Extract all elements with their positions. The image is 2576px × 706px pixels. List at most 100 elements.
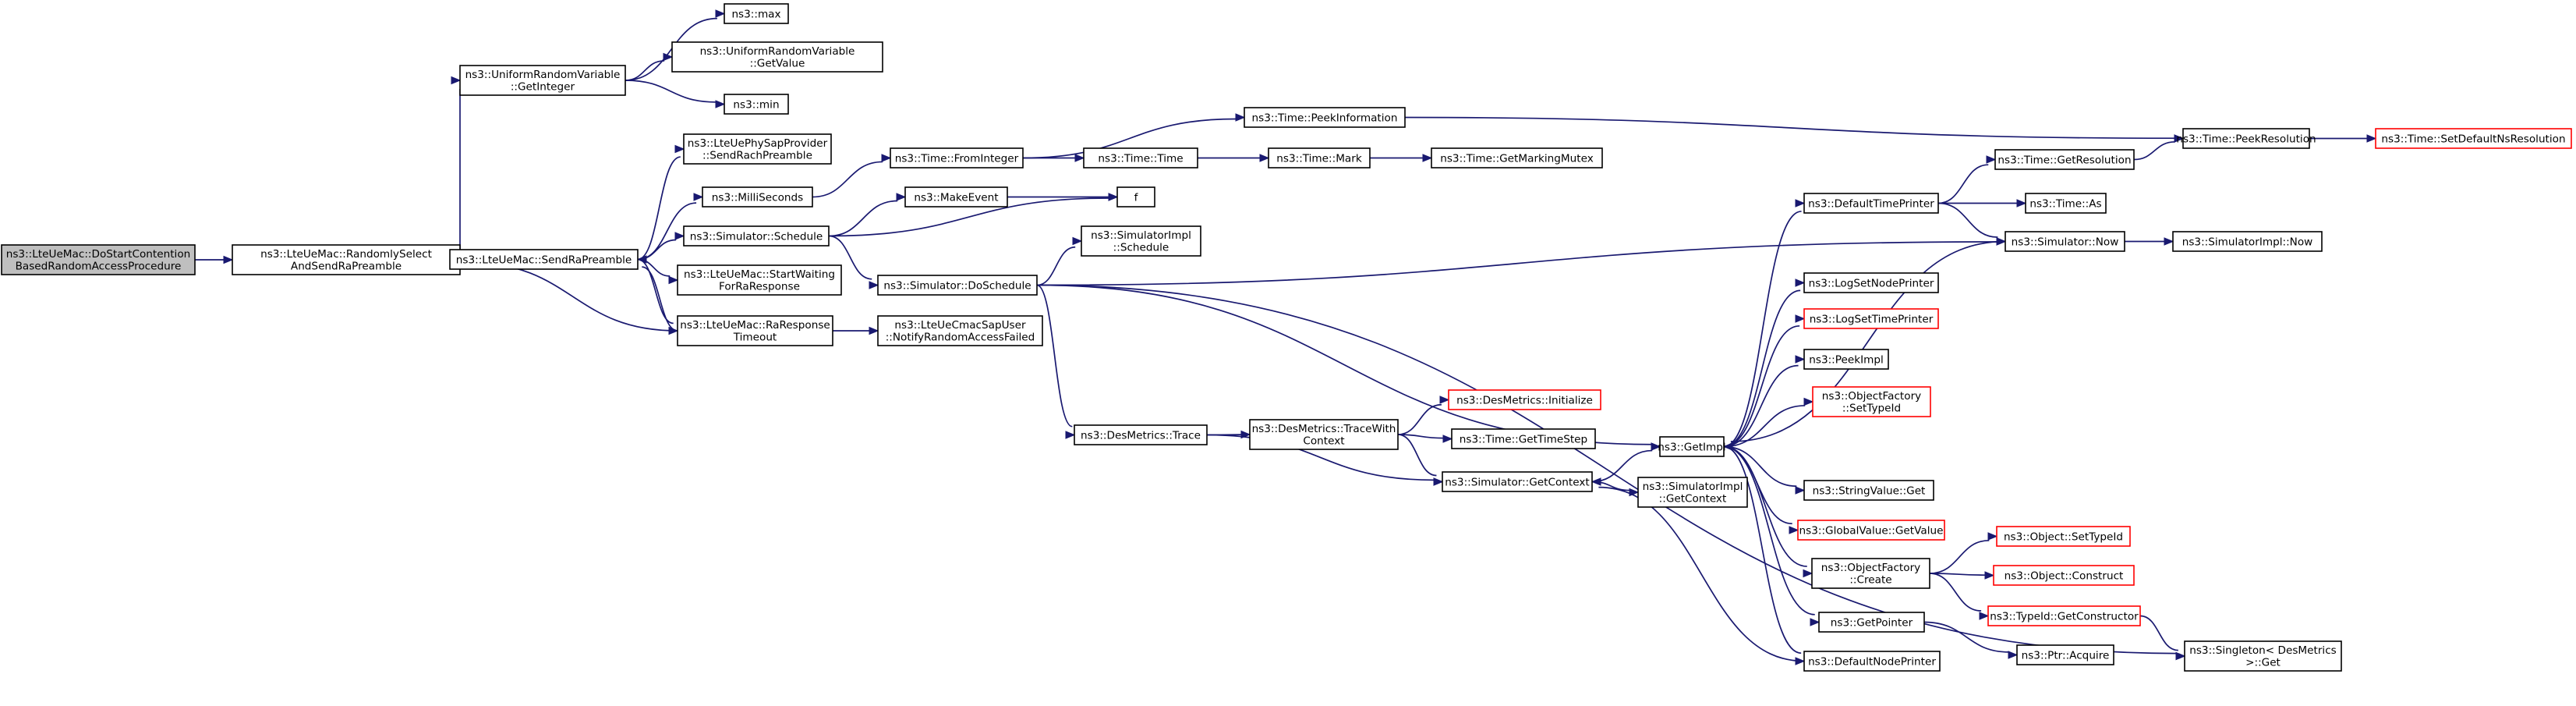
- node-label: ns3::LteUeMac::RaResponse: [680, 319, 830, 332]
- node-label: BasedRandomAccessProcedure: [16, 261, 182, 273]
- node-ns3-time-peekinformation[interactable]: ns3::Time::PeekInformation: [1244, 107, 1406, 128]
- node-ns3-lteuemac-randomlyselect-andsendrapreamble[interactable]: ns3::LteUeMac::RandomlySelectAndSendRaPr…: [232, 244, 461, 275]
- node-label: ns3::min: [733, 98, 779, 111]
- node-label: ns3::GetImpl: [1658, 441, 1725, 453]
- node-label: ns3::DefaultNodePrinter: [1808, 655, 1936, 668]
- node-label: ns3::SimulatorImpl: [1091, 229, 1191, 242]
- node-label: ns3::DesMetrics::Trace: [1081, 429, 1201, 442]
- node-ns3-logsetnodeprinter[interactable]: ns3::LogSetNodePrinter: [1803, 272, 1939, 293]
- node-label: ns3::LteUeCmacSapUser: [894, 319, 1026, 332]
- node-ns3-min[interactable]: ns3::min: [724, 94, 789, 115]
- node-ns3-simulator-doschedule[interactable]: ns3::Simulator::DoSchedule: [877, 275, 1038, 296]
- node-ns3-makeevent[interactable]: ns3::MakeEvent: [904, 186, 1008, 208]
- node-ns3-stringvalue-get[interactable]: ns3::StringValue::Get: [1803, 480, 1934, 501]
- edge-dtp-to-snow: [1937, 202, 2007, 246]
- node-ns3-lteuecmacsapuser-notifyrandomaccessfailed[interactable]: ns3::LteUeCmacSapUser::NotifyRandomAcces…: [877, 315, 1043, 346]
- edge-ofc-to-oc: [1929, 571, 1995, 580]
- edge-arrowhead: [1651, 442, 1661, 451]
- node-box: [1994, 149, 2135, 170]
- node-label: ::Schedule: [1113, 242, 1169, 254]
- edge-line: [1723, 445, 1797, 488]
- node-box: [1, 244, 196, 275]
- node-ns3-simulatorimpl-schedule[interactable]: ns3::SimulatorImpl::Schedule: [1081, 225, 1201, 257]
- edge-arrowhead: [2175, 651, 2186, 661]
- node-ns3-time-gettimestep[interactable]: ns3::Time::GetTimeStep: [1451, 428, 1596, 449]
- node-ns3-logsettimeprinter[interactable]: ns3::LogSetTimePrinter: [1803, 308, 1939, 329]
- node-ns3-ptr-acquire[interactable]: ns3::Ptr::Acquire: [2016, 644, 2114, 665]
- node-ns3-uniformrandomvariable-getinteger[interactable]: ns3::UniformRandomVariable::GetInteger: [459, 65, 626, 96]
- edge-line: [828, 197, 1109, 237]
- node-label: ns3::LteUeMac::DoStartContention: [6, 248, 191, 261]
- node-ns3-time-time[interactable]: ns3::Time::Time: [1083, 147, 1198, 169]
- node-ns3-max[interactable]: ns3::max: [724, 3, 789, 24]
- node-ns3-defaultnodeprinter[interactable]: ns3::DefaultNodePrinter: [1803, 651, 1941, 672]
- node-ns3-object-settypeid[interactable]: ns3::Object::SetTypeId: [1996, 526, 2131, 547]
- node-box: [1244, 107, 1406, 128]
- edge-line: [625, 17, 717, 81]
- edge-arrowhead: [1433, 477, 1444, 486]
- node-label: ns3::LteUePhySapProvider: [688, 137, 828, 150]
- node-box: [702, 186, 813, 208]
- node-ns3-time-setdefaultnsresolution[interactable]: ns3::Time::SetDefaultNsResolution: [2375, 128, 2572, 149]
- node-ns3-lteuemac-sendrapreamble[interactable]: ns3::LteUeMac::SendRaPreamble: [449, 249, 639, 270]
- node-ns3-simulator-getcontext[interactable]: ns3::Simulator::GetContext: [1442, 471, 1593, 492]
- node-ns3-lteuephysapprovider-sendrachpreamble[interactable]: ns3::LteUePhySapProvider::SendRachPreamb…: [683, 133, 832, 165]
- node-ns3-time-getresolution[interactable]: ns3::Time::GetResolution: [1994, 149, 2135, 170]
- edge-arrowhead: [869, 281, 879, 289]
- edge-tpi-to-tpr: [1404, 116, 2185, 143]
- node-box: [1818, 612, 1925, 633]
- node-box: [1803, 349, 1889, 370]
- node-box: [2005, 231, 2125, 252]
- node-ns3-simulatorimpl-getcontext[interactable]: ns3::SimulatorImpl::GetContext: [1637, 477, 1748, 508]
- edge-arrowhead: [2174, 134, 2185, 143]
- node-label: ns3::SimulatorImpl: [1643, 481, 1743, 493]
- node-box: [1116, 186, 1155, 208]
- edge-line: [642, 266, 678, 332]
- node-ns3-desmetrics-initialize[interactable]: ns3::DesMetrics::Initialize: [1448, 389, 1601, 410]
- node-ns3-typeid-getconstructor[interactable]: ns3::TypeId::GetConstructor: [1987, 605, 2141, 626]
- node-ns3-simulator-schedule[interactable]: ns3::Simulator::Schedule: [683, 225, 830, 247]
- node-ns3-objectfactory-settypeid[interactable]: ns3::ObjectFactory::SetTypeId: [1812, 386, 1931, 417]
- node-ns3-simulator-now[interactable]: ns3::Simulator::Now: [2005, 231, 2125, 252]
- node-ns3-uniformrandomvariable-getvalue[interactable]: ns3::UniformRandomVariable::GetValue: [671, 41, 883, 73]
- node-label: ns3::Simulator::DoSchedule: [883, 279, 1031, 292]
- node-box: [1811, 558, 1930, 589]
- node-ns3-time-getmarkingmutex[interactable]: ns3::Time::GetMarkingMutex: [1431, 147, 1603, 169]
- edge-arrowhead: [715, 9, 726, 18]
- node-ns3-peekimpl[interactable]: ns3::PeekImpl: [1803, 349, 1889, 370]
- node-ns3-getpointer[interactable]: ns3::GetPointer: [1818, 612, 1925, 633]
- node-ns3-time-as[interactable]: ns3::Time::As: [2025, 193, 2107, 214]
- node-label: ::SendRachPreamble: [702, 150, 812, 162]
- node-ns3-singleton-desmetrics-get[interactable]: ns3::Singleton< DesMetrics>::Get: [2184, 640, 2342, 672]
- node-label: ns3::Time::Mark: [1276, 152, 1362, 165]
- node-ns3-time-frominteger[interactable]: ns3::Time::FromInteger: [890, 147, 1024, 169]
- node-ns3-globalvalue-getvalue[interactable]: ns3::GlobalValue::GetValue: [1797, 520, 1945, 541]
- node-ns3-time-mark[interactable]: ns3::Time::Mark: [1268, 147, 1371, 169]
- node-label: ns3::Time::GetTimeStep: [1460, 433, 1587, 445]
- node-label: ::GetInteger: [511, 81, 575, 94]
- node-ns3-desmetrics-trace[interactable]: ns3::DesMetrics::Trace: [1074, 424, 1208, 445]
- node-ns3-lteuemac-dostartcontention-basedrandomaccessprocedure[interactable]: ns3::LteUeMac::DoStartContentionBasedRan…: [1, 244, 196, 275]
- node-ns3-getimpl[interactable]: ns3::GetImpl: [1658, 436, 1726, 457]
- node-ns3-milliseconds[interactable]: ns3::MilliSeconds: [702, 186, 813, 208]
- edge-line: [1397, 434, 1437, 477]
- node-ns3-simulatorimpl-now[interactable]: ns3::SimulatorImpl::Now: [2172, 231, 2323, 252]
- node-box: [1083, 147, 1198, 169]
- edge-dmtwc-to-sgc: [1397, 434, 1444, 486]
- edge-arrowhead: [2008, 651, 2019, 659]
- edge-line: [1923, 621, 2009, 653]
- edge-line: [625, 80, 717, 103]
- node-ns3-objectfactory-create[interactable]: ns3::ObjectFactory::Create: [1811, 558, 1930, 589]
- node-ns3-defaulttimeprinter[interactable]: ns3::DefaultTimePrinter: [1803, 193, 1939, 214]
- node-ns3-time-peekresolution[interactable]: ns3::Time::PeekResolution: [2176, 128, 2316, 149]
- edge-line: [1036, 284, 2177, 655]
- edge-arrowhead: [668, 275, 679, 285]
- edge-arrowhead: [1984, 571, 1995, 580]
- node-ns3-object-construct[interactable]: ns3::Object::Construct: [1993, 565, 2135, 586]
- edge-sched-to-me: [828, 193, 907, 237]
- node-box: [1987, 605, 2141, 626]
- node-f[interactable]: f: [1116, 186, 1155, 208]
